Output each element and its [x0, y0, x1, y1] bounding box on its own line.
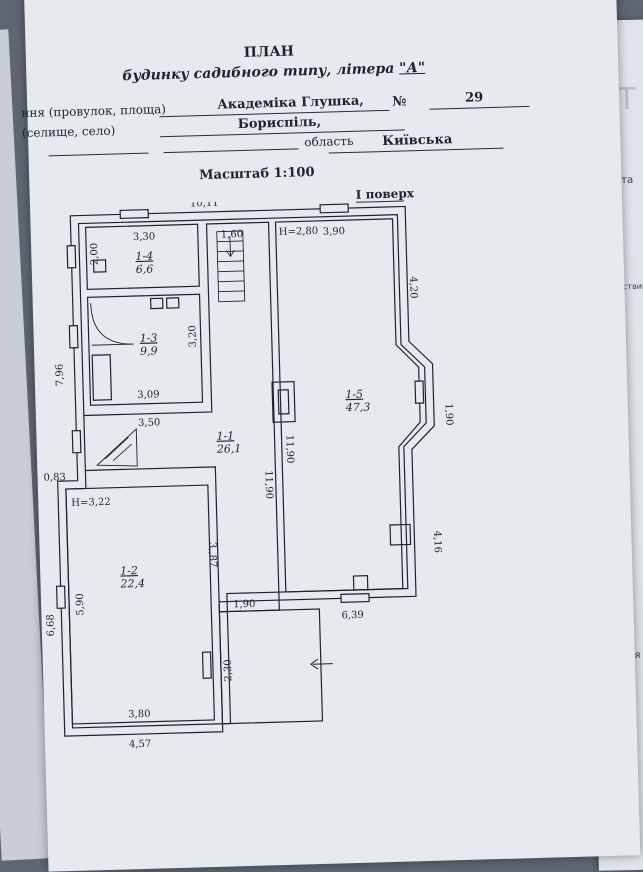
window-1	[119, 209, 149, 220]
window-9	[201, 651, 212, 679]
hall-1-1-walls	[83, 221, 280, 613]
entry-arrow	[310, 658, 333, 670]
dim-bay: 1,90	[443, 403, 455, 426]
window-5	[71, 429, 82, 454]
dim-r12-width: 3,80	[128, 709, 151, 721]
window-2	[319, 203, 349, 214]
room-1-2-height: Н=3,22	[71, 497, 111, 509]
room-1-3-code: 1-3	[140, 331, 158, 344]
street-label: ння (провулок, площа)	[21, 102, 167, 121]
region-value-underline	[328, 147, 504, 154]
window-7	[55, 585, 66, 609]
fireplace	[271, 380, 296, 423]
fireplace-inner	[277, 389, 290, 415]
window-6	[414, 380, 425, 404]
region-label: область	[304, 133, 354, 150]
dim-left-height: 7,96	[54, 364, 66, 387]
room-1-5-walls	[274, 218, 421, 593]
room-labels: 1-4 6,6 1-3 9,9 1-1 26,1 1-5 47,3 Н=2,80…	[71, 226, 371, 591]
dim-r14-height: 2,00	[89, 243, 101, 266]
sink-1	[149, 297, 164, 310]
dim-porch-height: 2,30	[223, 659, 235, 682]
dimension-labels: 10,11 3,30 1,60 3,90 2,00 4,20 3,20 7,96…	[43, 198, 455, 751]
dim-r13-height: 3,20	[187, 325, 199, 348]
fixture-1-4	[92, 259, 107, 273]
dim-hall-top: 1,60	[221, 229, 244, 241]
room-1-5-height: Н=2,80	[279, 226, 319, 238]
dim-bottom-right: 6,39	[341, 610, 364, 622]
stairs	[96, 230, 246, 467]
street-value: Академіка Глушка,	[217, 93, 365, 113]
dim-hall-bottom: 1,90	[233, 599, 256, 611]
door-swing-1-3	[90, 303, 134, 346]
room-1-4-area: 6,6	[136, 263, 154, 276]
dim-hall-small: 3,,87	[206, 542, 218, 568]
dim-r12-height: 5,90	[75, 593, 87, 616]
dim-left-total: 6,68	[45, 614, 57, 637]
bath	[91, 354, 113, 401]
dim-right-top: 4,20	[407, 276, 419, 299]
room-1-2-code: 1-2	[120, 564, 138, 577]
floor-plan: 10,11 3,30 1,60 3,90 2,00 4,20 3,20 7,96…	[43, 198, 455, 751]
room-1-1-code: 1-1	[216, 429, 234, 442]
plan-subtitle: будинку садибного типу, літера "А"	[122, 59, 426, 85]
room-1-2-area: 22,4	[119, 577, 145, 591]
plan-subtitle-text: будинку садибного типу, літера	[122, 60, 400, 85]
room-1-3-area: 9,9	[140, 344, 158, 357]
window-3	[66, 245, 77, 269]
document-sheet: ПЛАН будинку садибного типу, літера "А" …	[21, 0, 641, 872]
dim-hall-width: 3,50	[138, 417, 161, 429]
room-1-3-walls	[86, 293, 204, 406]
dim-r14-width: 3,30	[133, 231, 156, 243]
sink-2	[165, 297, 180, 309]
side-sheet-mark: я	[634, 649, 641, 661]
room-1-1-area: 26,1	[216, 442, 242, 456]
stove	[389, 523, 412, 546]
room-1-5-area: 47,3	[345, 400, 371, 414]
region-underline-2	[163, 148, 299, 154]
room-1-4-walls	[84, 223, 200, 290]
window-8	[340, 592, 370, 603]
dim-r13-width: 3,09	[137, 389, 160, 401]
dim-r15-width: 3,90	[323, 226, 346, 238]
plan-letter: "А"	[398, 59, 426, 77]
region-value: Київська	[382, 132, 453, 150]
dim-hall-long1: 11,90	[262, 470, 274, 499]
scale-label: Масштаб 1:100	[198, 164, 315, 184]
outer-wall-inner	[65, 214, 427, 729]
dim-offset: 0,83	[43, 472, 66, 484]
room-1-2-walls	[65, 484, 216, 725]
town-value: Бориспіль,	[237, 114, 322, 133]
dim-total-width: 10,11	[190, 198, 219, 210]
porch-walls	[218, 608, 324, 725]
number-label: №	[392, 94, 407, 110]
plan-title: ПЛАН	[243, 43, 295, 61]
region-underline-1	[48, 152, 149, 157]
room-1-5-code: 1-5	[345, 388, 363, 401]
number-underline	[429, 105, 530, 110]
window-4	[68, 325, 79, 349]
sink-5	[352, 575, 369, 591]
outer-wall-outer	[57, 205, 435, 737]
room-1-4-code: 1-4	[135, 249, 153, 262]
town-label: (селище, село)	[21, 123, 116, 141]
dim-hall-long2: 11,90	[283, 435, 295, 464]
number-value: 29	[464, 90, 484, 106]
dim-right-bottom: 4,16	[431, 531, 443, 554]
dim-bottom-left: 4,57	[129, 739, 152, 751]
